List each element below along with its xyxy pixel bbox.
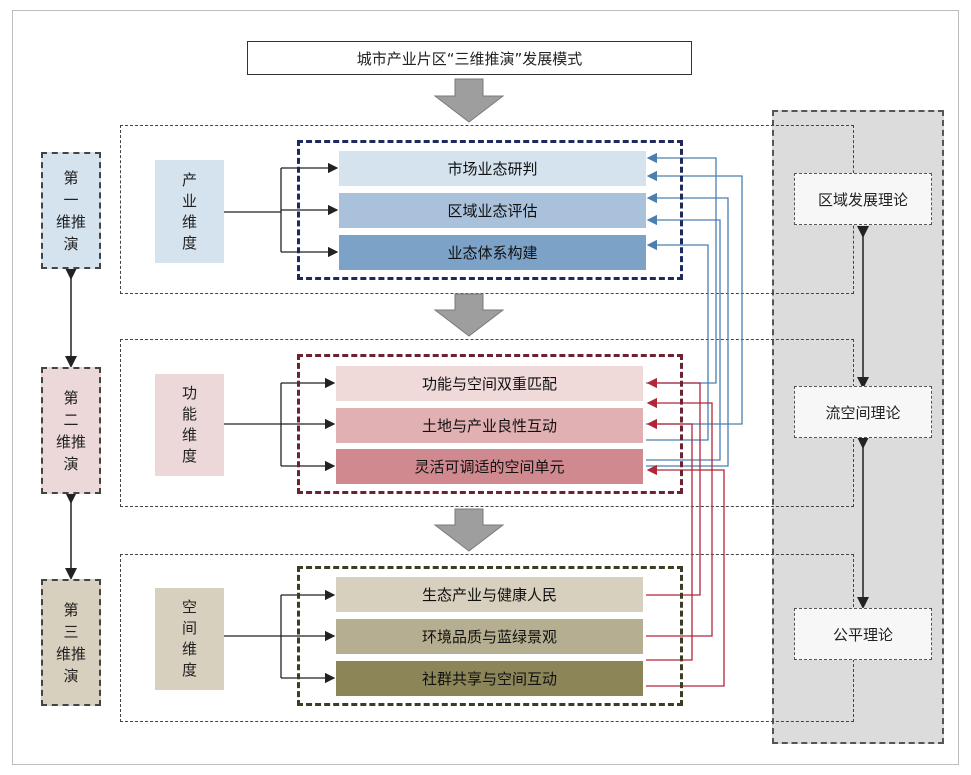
dimension-label-industry: 产 业 维 度 [181, 170, 197, 252]
fan-connector-row3 [224, 589, 336, 684]
theory-equity: 公平理论 [794, 608, 932, 660]
item-regional-evaluation: 区域业态评估 [339, 193, 646, 228]
item-function-space-match: 功能与空间双重匹配 [336, 366, 643, 401]
item-land-industry-interaction: 土地与产业良性互动 [336, 408, 643, 443]
dimension-box-industry: 产 业 维 度 [155, 160, 224, 263]
stage-box-2: 第 二 维推 演 [41, 367, 101, 494]
item-community-sharing: 社群共享与空间互动 [336, 661, 643, 696]
stage-box-1: 第 一 维推 演 [41, 152, 101, 269]
flow-arrow-1 [433, 78, 505, 123]
stage-label-3: 第 三 维推 演 [55, 600, 86, 685]
dimension-label-space: 空 间 维 度 [181, 598, 197, 679]
item-environment-landscape: 环境品质与蓝绿景观 [336, 619, 643, 654]
dimension-box-space: 空 间 维 度 [155, 588, 224, 690]
flow-arrow-3 [433, 508, 505, 552]
function-item-group [297, 354, 683, 494]
fan-connector-row1 [224, 162, 339, 258]
theory-flow-space: 流空间理论 [794, 386, 932, 438]
space-item-group [297, 566, 683, 706]
dimension-box-function: 功 能 维 度 [155, 374, 224, 476]
diagram-frame [12, 10, 959, 765]
theory-regional-development: 区域发展理论 [794, 173, 932, 225]
stage-label-1: 第 一 维推 演 [55, 168, 86, 253]
stage-label-2: 第 二 维推 演 [55, 388, 86, 473]
fan-connector-row2 [224, 377, 336, 472]
industry-item-group [297, 140, 683, 280]
dimension-label-function: 功 能 维 度 [181, 384, 197, 465]
item-system-construction: 业态体系构建 [339, 235, 646, 270]
item-market-analysis: 市场业态研判 [339, 151, 646, 186]
item-flexible-space-unit: 灵活可调适的空间单元 [336, 449, 643, 484]
item-ecological-health: 生态产业与健康人民 [336, 577, 643, 612]
stage-box-3: 第 三 维推 演 [41, 579, 101, 706]
flow-arrow-2 [433, 293, 505, 337]
diagram-title: 城市产业片区“三维推演”发展模式 [247, 41, 692, 75]
